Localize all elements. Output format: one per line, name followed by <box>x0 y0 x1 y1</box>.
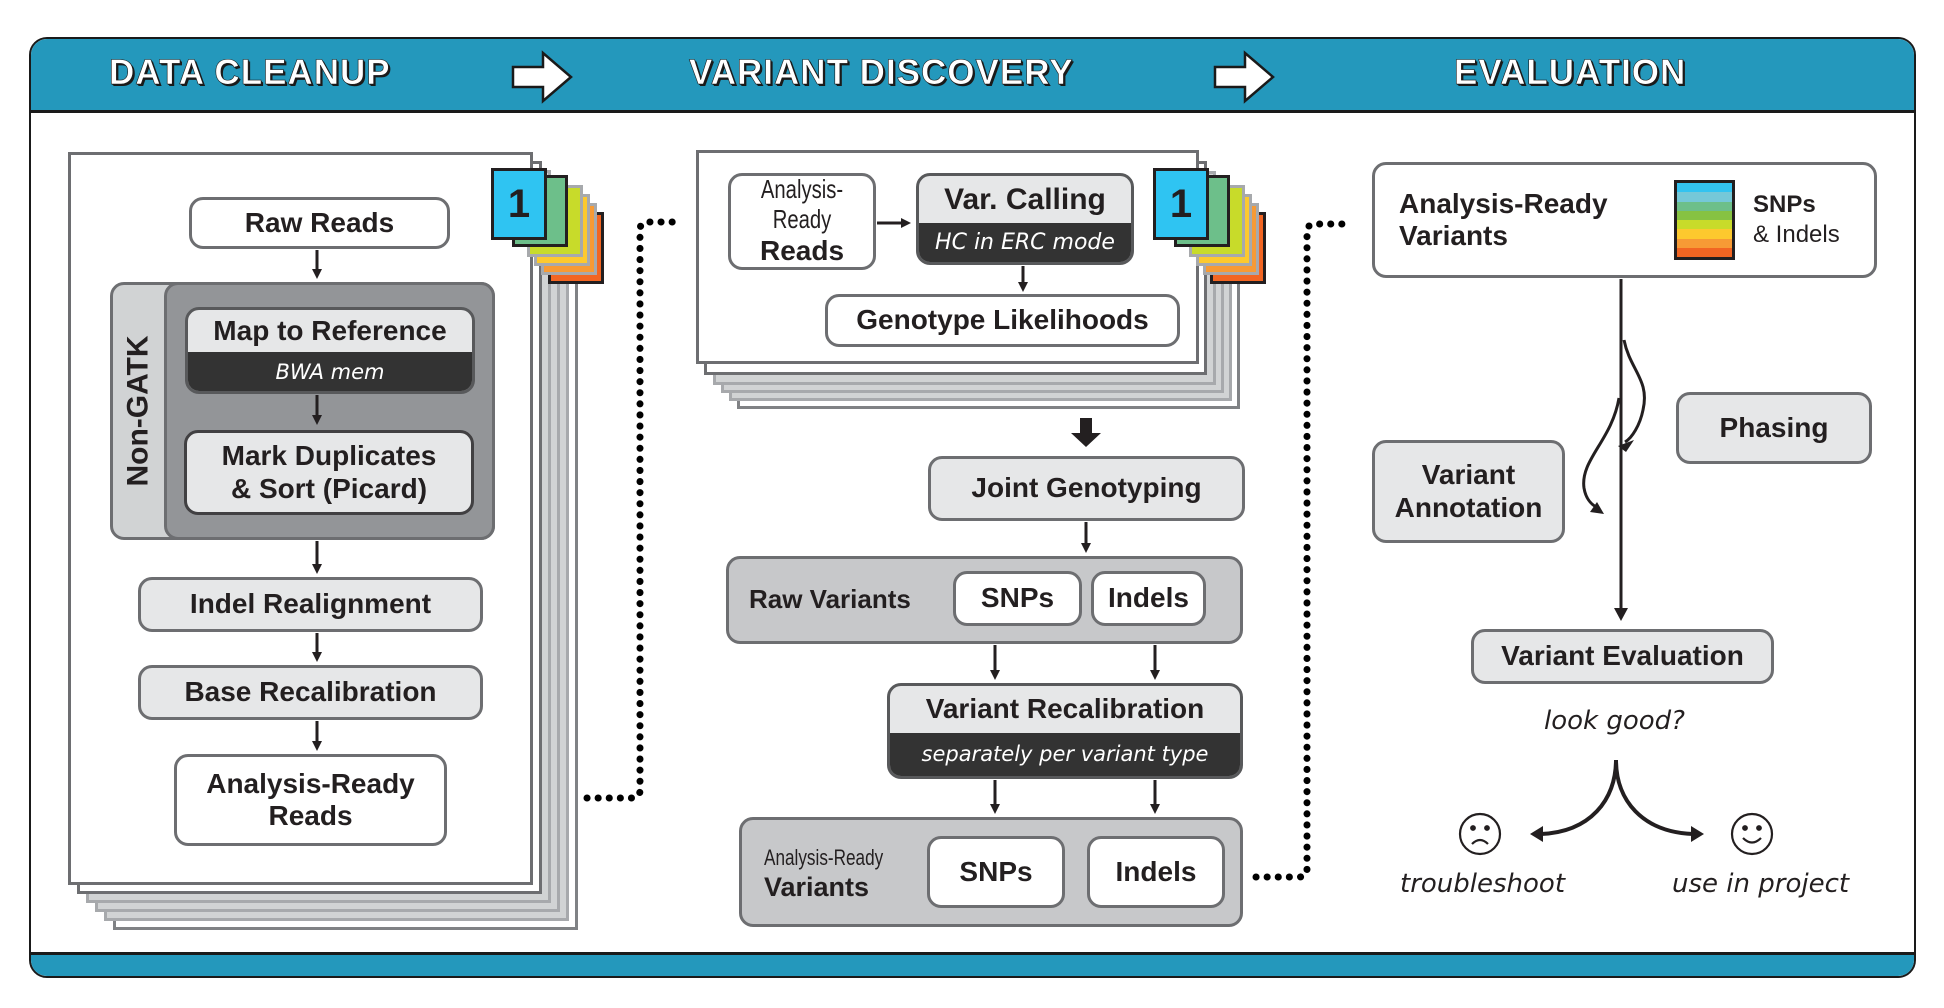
ar-indels-box: Indels <box>1087 836 1225 908</box>
var-calling-box: Var. Calling HC in ERC mode <box>916 173 1134 265</box>
ar-indels-label: Indels <box>1115 855 1197 887</box>
stage-title-variant-discovery: VARIANT DISCOVERY <box>689 53 1074 93</box>
joint-genotyping-label: Joint Genotyping <box>971 472 1202 504</box>
raw-snps-label: SNPs <box>980 582 1055 614</box>
use-in-project-label: use in project <box>1672 869 1850 899</box>
legend-stripe <box>1677 229 1732 239</box>
legend-stripe <box>1677 210 1732 220</box>
raw-variants-label: Raw Variants <box>749 584 911 615</box>
raw-reads-label: Raw Reads <box>244 206 395 238</box>
indel-realignment-label: Indel Realignment <box>189 588 432 620</box>
legend-line1: SNPs <box>1753 191 1816 218</box>
map-to-reference-title: Map to Reference <box>213 315 447 347</box>
var-calling-title: Var. Calling <box>944 182 1106 216</box>
mark-duplicates-line1: Mark Duplicates <box>221 440 437 472</box>
variant-evaluation-box: Variant Evaluation <box>1471 629 1774 684</box>
vd-input-reads-box: Analysis-Ready Reads <box>728 173 876 270</box>
troubleshoot-label: troubleshoot <box>1400 869 1566 899</box>
raw-indels-box: Indels <box>1091 571 1206 626</box>
phasing-label: Phasing <box>1719 411 1829 443</box>
legend-stripe <box>1677 238 1732 248</box>
analysis-ready-reads-line2: Reads <box>268 800 353 831</box>
joint-genotyping-box: Joint Genotyping <box>928 456 1245 521</box>
raw-indels-label: Indels <box>1108 582 1189 614</box>
variant-annotation-line2: Annotation <box>1394 491 1543 523</box>
stage-title-data-cleanup: DATA CLEANUP <box>109 53 391 93</box>
question-label: look good? <box>1544 706 1685 736</box>
legend-text: SNPs & Indels <box>1753 190 1840 250</box>
raw-reads-box: Raw Reads <box>189 197 450 249</box>
hollow-right-arrow-icon <box>511 50 573 104</box>
analysis-ready-reads-line1: Analysis-Ready <box>206 767 415 799</box>
legend-stripe <box>1677 247 1732 257</box>
variant-annotation-box: Variant Annotation <box>1372 440 1565 543</box>
map-to-reference-tool: BWA mem <box>188 352 472 391</box>
snps-indels-color-legend <box>1674 180 1735 260</box>
variant-annotation-line1: Variant <box>1421 459 1516 491</box>
base-recalibration-label: Base Recalibration <box>184 676 437 708</box>
legend-stripe <box>1677 183 1732 193</box>
non-gatk-label: Non-GATK <box>122 335 156 487</box>
phasing-box: Phasing <box>1676 392 1872 464</box>
legend-stripe <box>1677 220 1732 230</box>
mark-duplicates-line2: & Sort (Picard) <box>230 472 428 504</box>
indel-realignment-box: Indel Realignment <box>138 577 483 632</box>
map-to-reference-box: Map to Reference BWA mem <box>185 307 475 394</box>
analysis-ready-reads-box: Analysis-Ready Reads <box>174 754 447 846</box>
eval-input-line1: Analysis-Ready <box>1399 187 1608 219</box>
variant-evaluation-label: Variant Evaluation <box>1501 640 1744 672</box>
ar-variants-line1: Analysis-Ready <box>764 844 884 870</box>
base-recalibration-box: Base Recalibration <box>138 665 483 720</box>
legend-stripe <box>1677 192 1732 202</box>
ar-variants-line2: Variants <box>764 872 870 902</box>
stage-title-evaluation: EVALUATION <box>1454 53 1687 93</box>
var-calling-mode: HC in ERC mode <box>919 223 1131 262</box>
ar-snps-label: SNPs <box>959 855 1033 887</box>
sample-tab-1: 1 <box>491 168 547 240</box>
vd-input-reads-line2: Reads <box>759 235 845 267</box>
header-band: DATA CLEANUP VARIANT DISCOVERY EVALUATIO… <box>31 39 1914 113</box>
genotype-likelihoods-label: Genotype Likelihoods <box>856 304 1149 336</box>
mark-duplicates-box: Mark Duplicates & Sort (Picard) <box>184 430 474 515</box>
eval-input-line2: Variants <box>1399 220 1508 251</box>
genotype-likelihoods-box: Genotype Likelihoods <box>825 294 1180 347</box>
variant-recalibration-note: separately per variant type <box>890 732 1240 776</box>
vd-input-reads-line1: Analysis-Ready <box>760 174 844 235</box>
raw-snps-box: SNPs <box>953 571 1082 626</box>
sample-tab-1: 1 <box>1153 168 1209 240</box>
legend-line2: & Indels <box>1753 221 1840 248</box>
eval-input-variants-box: Analysis-Ready Variants <box>1372 162 1877 278</box>
legend-stripe <box>1677 201 1732 211</box>
ar-snps-box: SNPs <box>927 836 1065 908</box>
variant-recalibration-title: Variant Recalibration <box>925 693 1205 725</box>
hollow-right-arrow-icon <box>1213 50 1275 104</box>
non-gatk-label-column: Non-GATK <box>113 285 165 537</box>
footer-band <box>31 952 1914 976</box>
variant-recalibration-box: Variant Recalibration separately per var… <box>887 683 1243 779</box>
